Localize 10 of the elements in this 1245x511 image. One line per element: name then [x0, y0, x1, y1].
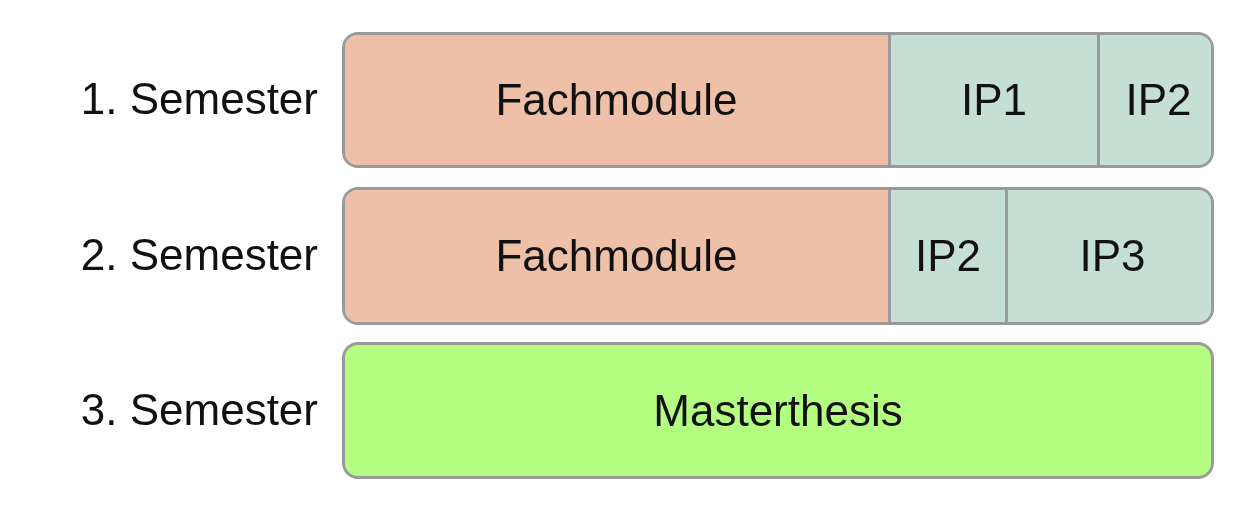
- semester-label: 3. Semester: [80, 384, 318, 435]
- thesis-bar: Masterthesis: [342, 342, 1214, 479]
- module-segment: Fachmodule: [345, 35, 888, 165]
- module-segment: Fachmodule: [345, 190, 888, 322]
- module-segment: IP2: [1097, 35, 1211, 165]
- semester-label: 1. Semester: [80, 74, 318, 124]
- semester-bar: [342, 32, 1214, 168]
- semester-label: 2. Semester: [80, 230, 318, 280]
- module-segment: IP3: [1005, 190, 1211, 322]
- semester-bar: [342, 187, 1214, 325]
